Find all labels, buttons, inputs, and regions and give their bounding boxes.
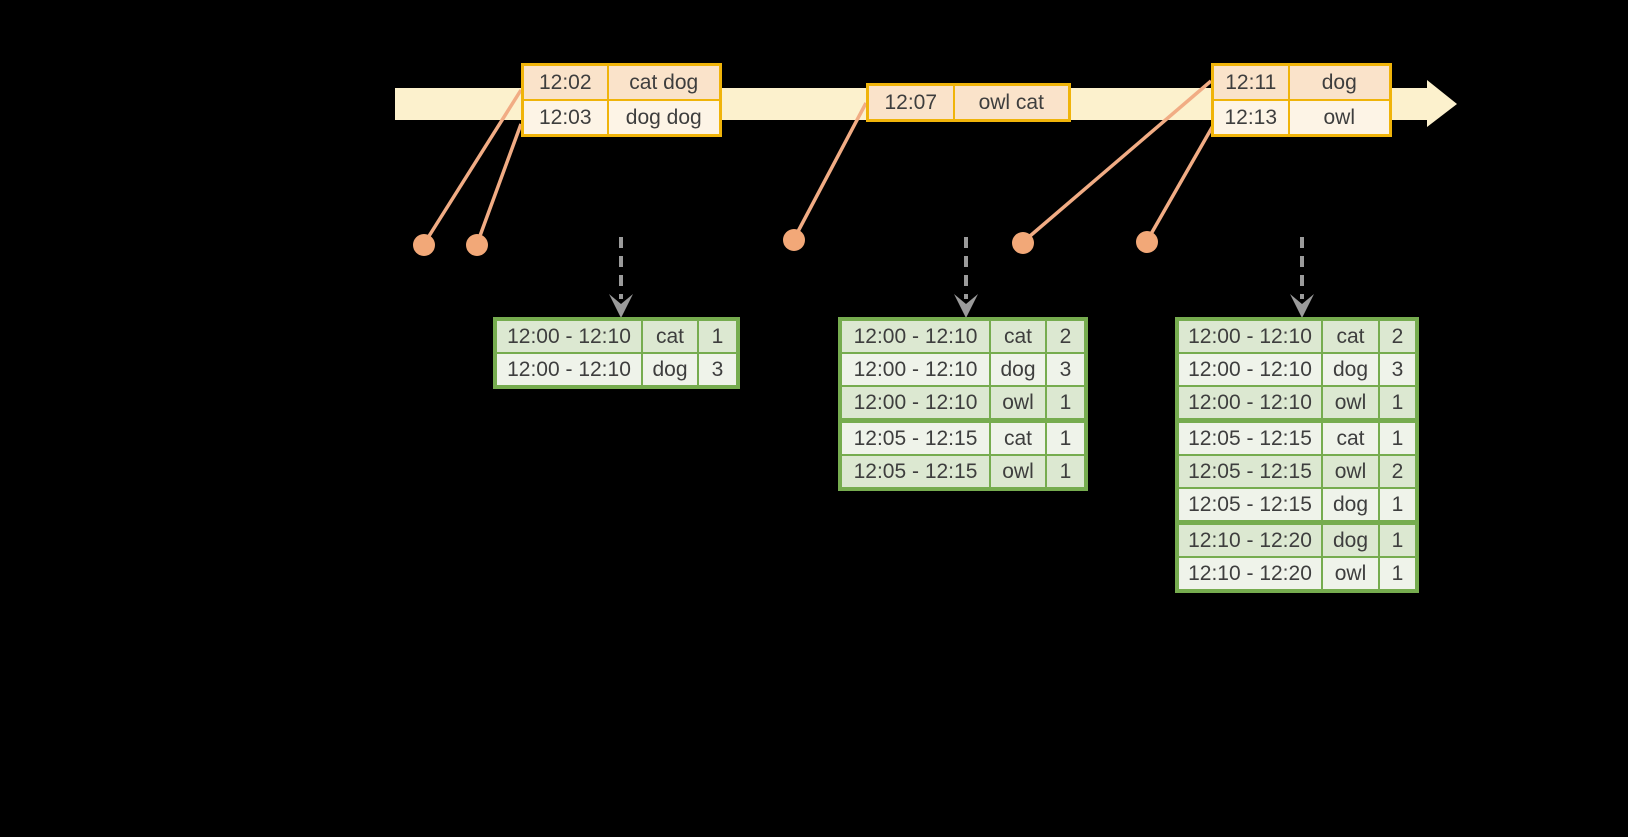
connector-line-3	[792, 102, 868, 240]
result-row: 12:00 - 12:10 dog 3	[494, 352, 739, 388]
event-time-cell: 12:07	[866, 83, 955, 122]
trigger-dot-1	[413, 234, 435, 256]
arrowhead-down-icon-1	[609, 294, 633, 318]
result-row: 12:05 - 12:15 cat 1	[839, 419, 1087, 456]
word-cell: cat	[1321, 318, 1380, 354]
dashed-arrow-heads	[609, 294, 1314, 318]
event-words-cell: dog dog	[606, 99, 722, 137]
event-connector-lines	[422, 79, 1216, 245]
result-row: 12:05 - 12:15 dog 1	[1176, 487, 1418, 525]
event-time-cell: 12:02	[521, 63, 609, 101]
connector-line-4	[1021, 79, 1213, 244]
word-cell: dog	[641, 352, 699, 388]
connector-line-5	[1145, 123, 1216, 242]
result-row: 12:05 - 12:15 owl 1	[839, 454, 1087, 490]
trigger-dot-3	[783, 229, 805, 251]
event-row: 12:13 owl	[1211, 99, 1392, 137]
word-cell: dog	[1321, 521, 1380, 558]
word-cell: cat	[1321, 419, 1380, 456]
result-table-1: 12:00 - 12:10 cat 1 12:00 - 12:10 dog 3	[493, 317, 740, 389]
count-cell: 1	[1045, 419, 1087, 456]
count-cell: 1	[697, 318, 739, 354]
arrowhead-down-icon-2	[954, 294, 978, 318]
window-cell: 12:00 - 12:10	[1176, 385, 1323, 423]
trigger-dot-4	[1012, 232, 1034, 254]
window-cell: 12:00 - 12:10	[1176, 352, 1323, 387]
event-table-batch-1: 12:02 cat dog 12:03 dog dog	[521, 63, 722, 137]
event-words-cell: cat dog	[606, 63, 722, 101]
word-cell: owl	[989, 385, 1047, 423]
window-cell: 12:00 - 12:10	[494, 318, 643, 354]
word-cell: dog	[1321, 487, 1380, 525]
result-row: 12:10 - 12:20 dog 1	[1176, 521, 1418, 558]
trigger-dot-5	[1136, 231, 1158, 253]
count-cell: 1	[1378, 419, 1418, 456]
count-cell: 3	[1045, 352, 1087, 387]
count-cell: 3	[1378, 352, 1418, 387]
trigger-dot-2	[466, 234, 488, 256]
count-cell: 1	[1378, 521, 1418, 558]
result-row: 12:00 - 12:10 cat 1	[494, 318, 739, 354]
event-time-cell: 12:03	[521, 99, 609, 137]
event-words-cell: owl cat	[952, 83, 1071, 122]
connector-line-2	[475, 123, 523, 245]
window-cell: 12:10 - 12:20	[1176, 556, 1323, 592]
event-words-cell: owl	[1287, 99, 1392, 137]
window-cell: 12:00 - 12:10	[839, 352, 991, 387]
arrowhead-down-icon-3	[1290, 294, 1314, 318]
count-cell: 1	[1378, 385, 1418, 423]
event-table-batch-2: 12:07 owl cat	[866, 83, 1071, 122]
event-row: 12:11 dog	[1211, 63, 1392, 101]
result-row: 12:05 - 12:15 cat 1	[1176, 419, 1418, 456]
word-cell: dog	[989, 352, 1047, 387]
window-cell: 12:05 - 12:15	[1176, 487, 1323, 525]
event-words-cell: dog	[1287, 63, 1392, 101]
result-table-2: 12:00 - 12:10 cat 2 12:00 - 12:10 dog 3 …	[838, 317, 1088, 491]
result-table-3: 12:00 - 12:10 cat 2 12:00 - 12:10 dog 3 …	[1175, 317, 1419, 593]
word-cell: dog	[1321, 352, 1380, 387]
window-cell: 12:10 - 12:20	[1176, 521, 1323, 558]
event-row: 12:02 cat dog	[521, 63, 722, 101]
word-cell: owl	[989, 454, 1047, 490]
window-cell: 12:00 - 12:10	[494, 352, 643, 388]
count-cell: 2	[1378, 318, 1418, 354]
count-cell: 3	[697, 352, 739, 388]
window-cell: 12:00 - 12:10	[839, 318, 991, 354]
word-cell: cat	[989, 318, 1047, 354]
event-row: 12:07 owl cat	[866, 83, 1071, 122]
result-row: 12:10 - 12:20 owl 1	[1176, 556, 1418, 592]
count-cell: 2	[1378, 454, 1418, 489]
result-row: 12:00 - 12:10 owl 1	[839, 385, 1087, 423]
result-row: 12:00 - 12:10 cat 2	[1176, 318, 1418, 354]
result-row: 12:05 - 12:15 owl 2	[1176, 454, 1418, 489]
result-row: 12:00 - 12:10 owl 1	[1176, 385, 1418, 423]
word-cell: owl	[1321, 556, 1380, 592]
dashed-arrow-lines	[619, 237, 1304, 299]
count-cell: 1	[1378, 556, 1418, 592]
event-table-batch-3: 12:11 dog 12:13 owl	[1211, 63, 1392, 137]
word-cell: owl	[1321, 385, 1380, 423]
timeline-arrowhead-icon	[1427, 80, 1457, 127]
window-cell: 12:05 - 12:15	[839, 419, 991, 456]
event-time-cell: 12:11	[1211, 63, 1290, 101]
event-time-cell: 12:13	[1211, 99, 1290, 137]
trigger-dots	[413, 229, 1158, 256]
count-cell: 1	[1378, 487, 1418, 525]
result-row: 12:00 - 12:10 cat 2	[839, 318, 1087, 354]
word-cell: owl	[1321, 454, 1380, 489]
count-cell: 1	[1045, 454, 1087, 490]
window-cell: 12:00 - 12:10	[839, 385, 991, 423]
word-cell: cat	[641, 318, 699, 354]
window-cell: 12:00 - 12:10	[1176, 318, 1323, 354]
count-cell: 1	[1045, 385, 1087, 423]
word-cell: cat	[989, 419, 1047, 456]
event-row: 12:03 dog dog	[521, 99, 722, 137]
window-cell: 12:05 - 12:15	[1176, 454, 1323, 489]
result-row: 12:00 - 12:10 dog 3	[1176, 352, 1418, 387]
count-cell: 2	[1045, 318, 1087, 354]
result-row: 12:00 - 12:10 dog 3	[839, 352, 1087, 387]
connector-line-1	[422, 89, 523, 245]
window-cell: 12:05 - 12:15	[1176, 419, 1323, 456]
window-cell: 12:05 - 12:15	[839, 454, 991, 490]
